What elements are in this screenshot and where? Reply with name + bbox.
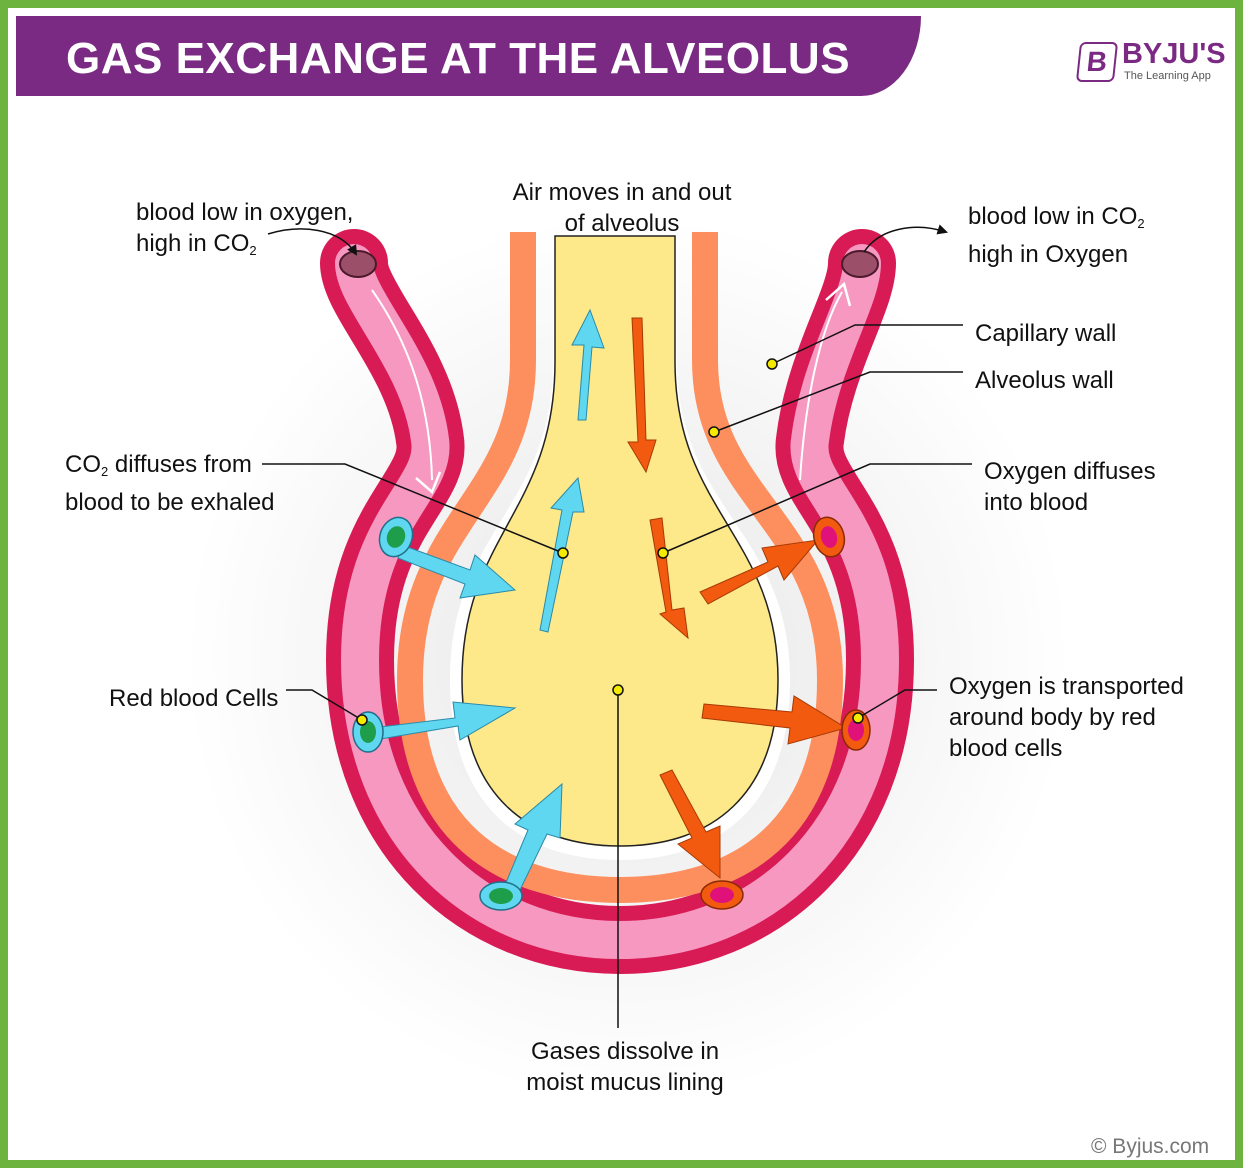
co2-diffuses-dot [558,548,568,558]
gases-dissolve-line-2: moist mucus lining [496,1067,754,1098]
oxygen-transported-dot [853,713,863,723]
oxygen-transported-line-2: around body by red [949,702,1184,733]
oxygen-diffuses-line-1: Oxygen diffuses [984,456,1156,487]
blood-out-label: blood low in CO2 high in Oxygen [968,201,1145,270]
alveolus-wall-dot [709,427,719,437]
gases-dissolve-line-1: Gases dissolve in [496,1036,754,1067]
gases-dissolve-label: Gases dissolve in moist mucus lining [496,1036,754,1098]
blood-out-line-2: high in Oxygen [968,239,1145,270]
air-moves-label: Air moves in and out of alveolus [496,177,748,239]
blood-in-line-2: high in CO2 [136,228,353,266]
alveolus-wall-label: Alveolus wall [975,365,1114,396]
capillary-wall-label: Capillary wall [975,318,1116,349]
co2-diffuses-line-1: CO2 diffuses from [65,449,275,487]
oxygen-diffuses-dot [658,548,668,558]
blood-in-line-1: blood low in oxygen, [136,197,353,228]
blood-out-line-1: blood low in CO2 [968,201,1145,239]
co2-diffuses-line-2: blood to be exhaled [65,487,275,518]
air-space [462,236,778,846]
oxygen-diffuses-label: Oxygen diffuses into blood [984,456,1156,518]
gases-dissolve-dot [613,685,623,695]
air-moves-line-2: of alveolus [496,208,748,239]
air-moves-line-1: Air moves in and out [496,177,748,208]
rbc-dot [357,715,367,725]
oxygen-transported-line-3: blood cells [949,733,1184,764]
red-blood-cells-label: Red blood Cells [109,683,278,714]
oxygen-transported-label: Oxygen is transported around body by red… [949,671,1184,764]
co2-diffuses-label: CO2 diffuses from blood to be exhaled [65,449,275,518]
capillary-wall-dot [767,359,777,369]
blood-in-label: blood low in oxygen, high in CO2 [136,197,353,266]
copyright-notice: © Byjus.com [1091,1135,1209,1159]
vessel-opening-out [842,251,878,277]
oxygen-diffuses-line-2: into blood [984,487,1156,518]
oxygen-transported-line-1: Oxygen is transported [949,671,1184,702]
